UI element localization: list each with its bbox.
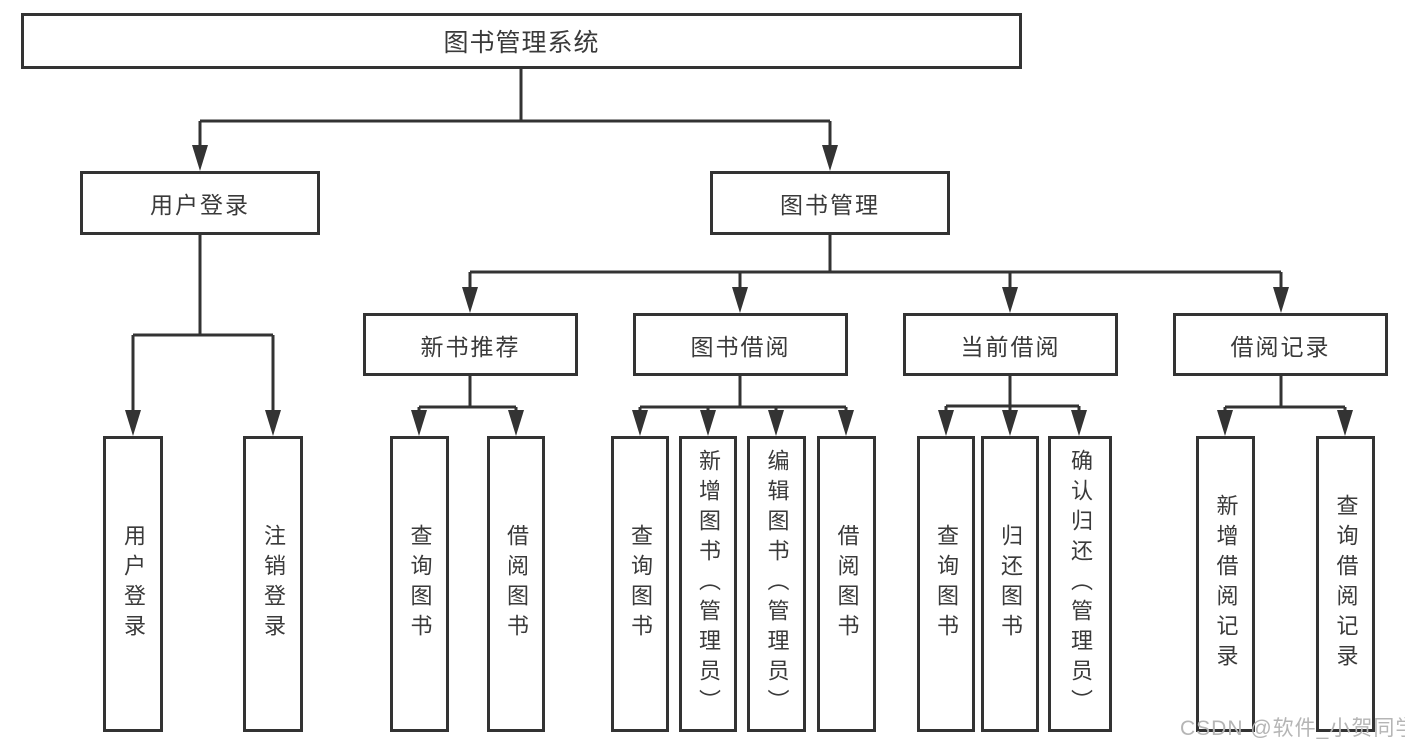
- node-add-book-admin: 新增图书（管理员）: [679, 436, 737, 732]
- node-borrow-books-borrowing: 借阅图书: [817, 436, 876, 732]
- node-edit-book-admin: 编辑图书（管理员）: [747, 436, 806, 732]
- node-query-books-borrowing: 查询图书: [611, 436, 669, 732]
- node-library-system: 图书管理系统: [21, 13, 1022, 69]
- connector-root-to-level2: [192, 69, 838, 171]
- csdn-watermark: CSDN @软件_小贺同学: [1180, 717, 1405, 740]
- node-borrow-books-recommend: 借阅图书: [487, 436, 545, 732]
- connector-new-book-to-leaves: [411, 376, 524, 436]
- node-query-borrow-record: 查询借阅记录: [1316, 436, 1375, 732]
- node-new-book-recommendation: 新书推荐: [363, 313, 578, 376]
- node-query-books-current: 查询图书: [917, 436, 975, 732]
- node-add-borrow-record: 新增借阅记录: [1196, 436, 1255, 732]
- node-user-login-action: 用户登录: [103, 436, 163, 732]
- node-logout-action: 注销登录: [243, 436, 303, 732]
- node-book-borrowing: 图书借阅: [633, 313, 848, 376]
- node-return-books: 归还图书: [981, 436, 1039, 732]
- node-current-borrowing: 当前借阅: [903, 313, 1118, 376]
- connector-book-borrowing-to-leaves: [632, 376, 854, 436]
- connector-user-login-to-leaves: [125, 235, 281, 436]
- node-borrowing-records: 借阅记录: [1173, 313, 1388, 376]
- node-confirm-return-admin: 确认归还（管理员）: [1048, 436, 1112, 732]
- node-query-books-recommend: 查询图书: [390, 436, 449, 732]
- node-user-login: 用户登录: [80, 171, 320, 235]
- node-book-management: 图书管理: [710, 171, 950, 235]
- connector-current-borrowing-to-leaves: [938, 376, 1087, 436]
- connector-book-management-to-level3: [462, 235, 1289, 313]
- connector-borrowing-records-to-leaves: [1217, 376, 1353, 436]
